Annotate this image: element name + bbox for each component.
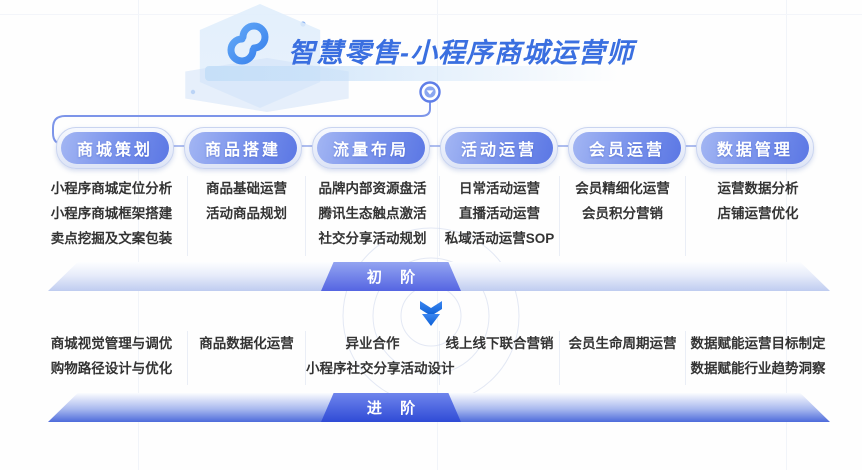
basic-skills-grid: 小程序商城定位分析 小程序商城框架搭建 卖点挖掘及文案包装 商品基础运营 活动商… [36,176,830,256]
advanced-col-member-operation: 会员生命周期运营 [560,331,686,385]
category-pill-label: 流量布局 [316,132,425,164]
skill-item: 线上线下联合营销 [445,336,554,351]
basic-col-mall-planning: 小程序商城定位分析 小程序商城框架搭建 卖点挖掘及文案包装 [36,176,188,256]
basic-col-activity-operation: 日常活动运营 直播活动运营 私域活动运营SOP [440,176,560,256]
category-pill-label: 会员运营 [572,132,681,164]
mini-program-logo-icon [227,22,269,65]
skill-item: 异业合作 [345,336,400,351]
skill-item: 社交分享活动规划 [318,231,427,246]
skill-item: 腾讯生态触点激活 [318,206,427,221]
skill-item: 商品基础运营 [206,181,287,196]
skill-item: 会员积分营销 [582,206,663,221]
bg-gridline [0,14,862,15]
bg-gridline [786,0,787,470]
bg-gridline [138,0,139,470]
category-pill-product-setup[interactable]: 商品搭建 [183,127,302,169]
skill-item: 会员生命周期运营 [568,336,677,351]
category-pill-label: 数据管理 [700,132,809,164]
double-arrow-down-icon [420,301,442,326]
skill-item: 卖点挖掘及文案包装 [50,231,173,246]
advanced-col-data-management: 数据赋能运营目标制定 数据赋能行业趋势洞察 [686,331,830,385]
basic-stage-label: 初 阶 [321,262,461,291]
category-pill-label: 商品搭建 [188,132,297,164]
category-pill-data-management[interactable]: 数据管理 [695,127,814,169]
skill-item: 数据赋能行业趋势洞察 [690,361,826,376]
advanced-col-mall-planning: 商城视觉管理与调优 购物路径设计与优化 [36,331,188,385]
page-title: 智慧零售-小程序商城运营师 [288,38,634,68]
skill-item: 会员精细化运营 [575,181,670,196]
skill-item: 私域活动运营SOP [444,231,555,246]
advanced-col-activity-operation: 线上线下联合营销 [440,331,560,385]
advanced-col-product-setup: 商品数据化运营 [188,331,306,385]
skill-item: 品牌内部资源盘活 [318,181,427,196]
category-pill-mall-planning[interactable]: 商城策划 [56,127,175,169]
skill-item: 小程序商城框架搭建 [50,206,173,221]
skill-item: 小程序商城定位分析 [50,181,173,196]
skill-item: 店铺运营优化 [717,206,799,221]
title-highlight-strip [205,66,620,81]
advanced-stage-label: 进 阶 [321,393,461,422]
advanced-skills-grid: 商城视觉管理与调优 购物路径设计与优化 商品数据化运营 异业合作 小程序社交分享… [36,331,830,385]
category-pill-row: 商城策划 商品搭建 流量布局 活动运营 会员运营 数据管理 [56,127,814,169]
basic-col-traffic-layout: 品牌内部资源盘活 腾讯生态触点激活 社交分享活动规划 [306,176,440,256]
category-pill-label: 商城策划 [61,132,170,164]
category-pill-activity-operation[interactable]: 活动运营 [439,127,558,169]
skill-item: 小程序社交分享活动设计 [306,361,455,376]
advanced-col-traffic-layout: 异业合作 小程序社交分享活动设计 [306,331,455,385]
basic-col-data-management: 运营数据分析 店铺运营优化 [686,176,830,256]
skill-item: 商城视觉管理与调优 [50,336,173,351]
skill-item: 商品数据化运营 [199,336,294,351]
skill-item: 日常活动运营 [459,181,540,196]
skill-item: 数据赋能运营目标制定 [690,336,826,351]
category-pill-label: 活动运营 [444,132,553,164]
basic-col-product-setup: 商品基础运营 活动商品规划 [188,176,306,256]
category-pill-traffic-layout[interactable]: 流量布局 [311,127,430,169]
skill-item: 运营数据分析 [717,181,799,196]
skill-item: 购物路径设计与优化 [50,361,173,376]
skill-item: 直播活动运营 [459,206,540,221]
basic-col-member-operation: 会员精细化运营 会员积分营销 [560,176,686,256]
category-pill-member-operation[interactable]: 会员运营 [567,127,686,169]
skill-item: 活动商品规划 [206,206,287,221]
